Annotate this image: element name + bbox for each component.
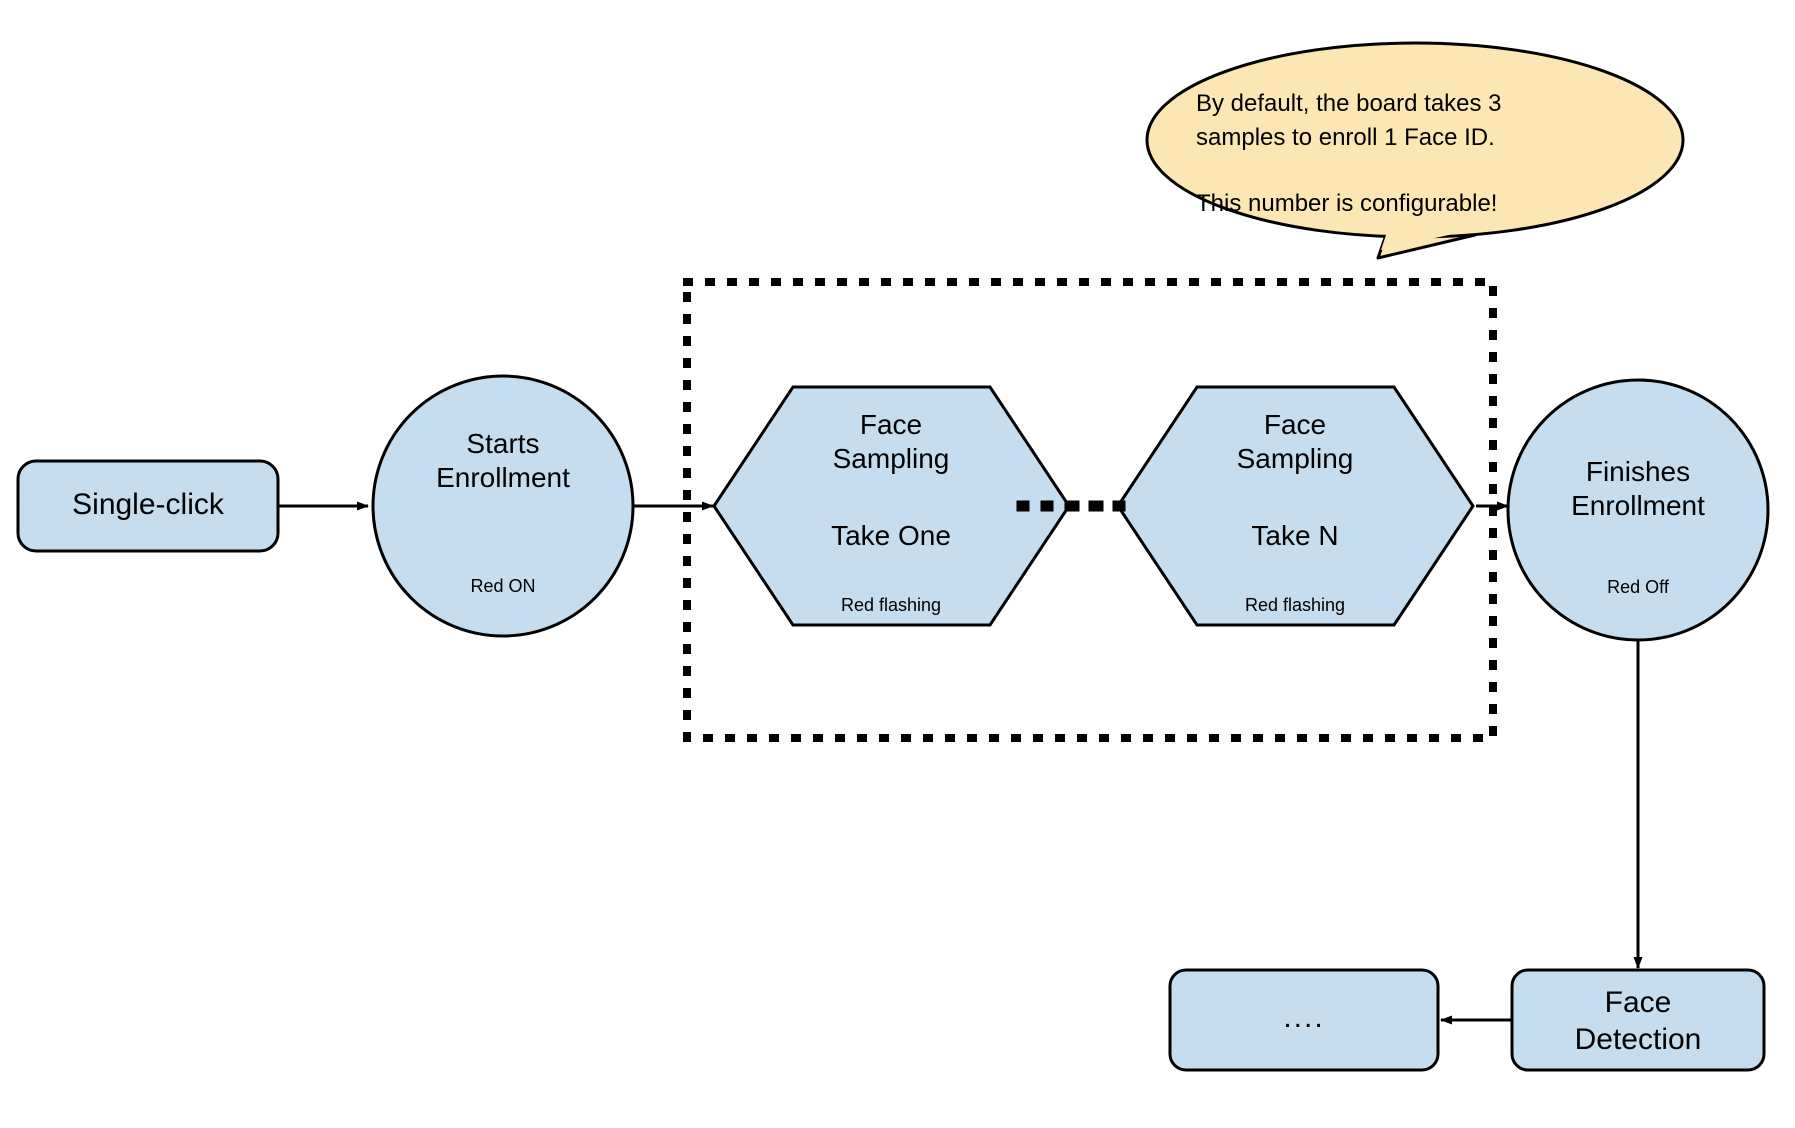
face-sampling-one-hexagon[interactable] (712, 385, 1071, 627)
callout-bubble (1145, 41, 1685, 239)
finishes-enrollment-circle[interactable] (1506, 378, 1770, 642)
ellipsis-box[interactable] (1168, 968, 1440, 1072)
face-sampling-n-hexagon[interactable] (1116, 385, 1475, 627)
sampling-loop-group-border (683, 278, 1497, 742)
single-click-box[interactable] (16, 459, 280, 553)
starts-enrollment-circle[interactable] (371, 374, 635, 638)
callout-tail-fill (1381, 205, 1462, 250)
face-detection-box[interactable] (1510, 968, 1766, 1072)
